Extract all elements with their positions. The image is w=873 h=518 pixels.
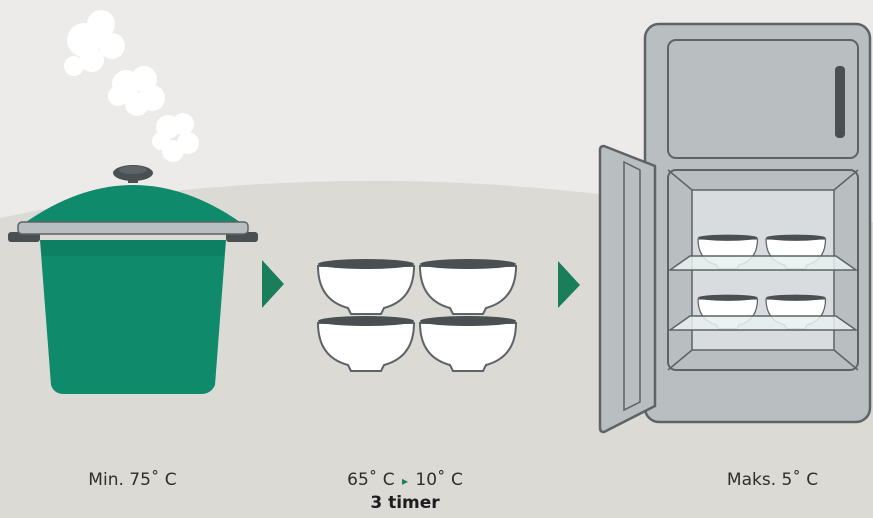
steam-cloud-top [64, 10, 125, 76]
cooling-duration-label: 3 timer [320, 493, 490, 513]
end-temperature: 10˚ C [415, 470, 462, 490]
pot-temperature-label: Min. 75˚ C [60, 470, 205, 490]
steam-cloud-middle [108, 66, 165, 116]
steam-cloud-bottom [152, 113, 199, 162]
start-temperature: 65˚ C [347, 470, 394, 490]
fridge-icon [600, 24, 870, 432]
cooling-temperature-label: 65˚ C ▸ 10˚ C [320, 470, 490, 490]
fridge-temperature-label: Maks. 5˚ C [705, 470, 840, 490]
small-arrow-icon: ▸ [402, 474, 408, 488]
steam-icon [64, 10, 199, 162]
